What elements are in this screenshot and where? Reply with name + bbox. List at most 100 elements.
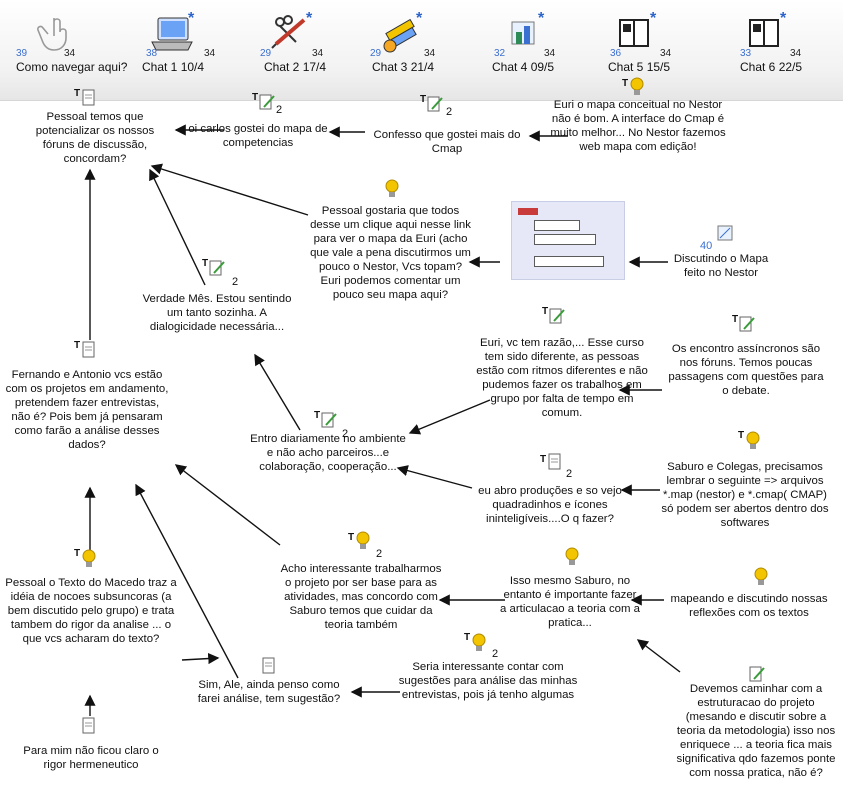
map-node[interactable]: Pessoal temos que potencializar os nosso… [35, 111, 155, 165]
toolbar-label: Chat 1 10/4 [142, 60, 205, 74]
book-icon [749, 19, 779, 47]
type-marker: T [540, 454, 547, 465]
map-node[interactable]: Discutindo o Mapa feito no Nestor [673, 253, 769, 279]
map-node[interactable]: Os encontro assíncronos são nos fóruns. … [668, 343, 824, 397]
book-icon [619, 19, 649, 47]
connection-arrows [84, 124, 681, 716]
toolbar-count-left: 36 [610, 48, 622, 59]
thumbnail-node [534, 256, 604, 267]
chart-image-icon [511, 21, 535, 45]
arrow [254, 353, 301, 431]
document-pencil-icon [739, 316, 755, 332]
lightbulb-icon [472, 633, 486, 651]
toolbar-label: Chat 3 21/4 [372, 60, 435, 74]
new-star-icon: * [780, 10, 787, 27]
reply-count: 2 [232, 276, 239, 288]
arrow [636, 639, 681, 673]
arrow [174, 464, 281, 546]
navigation-toolbar: 39 34 Como navegar aqui? * 38 34 Chat 1 … [0, 0, 843, 101]
map-node[interactable]: Euri o mapa conceitual no Nestor não é b… [550, 99, 726, 153]
toolbar-item-chat-1[interactable]: * 38 34 Chat 1 10/4 [112, 8, 215, 94]
map-node[interactable]: Pessoal o Texto do Macedo traz a idéia d… [5, 577, 177, 645]
document-pencil-icon [749, 666, 765, 682]
toolbar-count-right: 34 [312, 48, 324, 59]
toolbar-label: Chat 4 09/5 [492, 60, 555, 74]
type-marker: T [738, 430, 745, 441]
document-pencil-icon [209, 260, 225, 276]
map-node[interactable]: Para mim não ficou claro o rigor hermene… [23, 745, 159, 771]
new-star-icon: * [306, 10, 313, 27]
map-thumbnail[interactable] [511, 201, 625, 280]
arrow [149, 168, 206, 286]
reply-count: 2 [376, 548, 383, 560]
count-badge: 40 [700, 240, 713, 252]
toolbar-item-chat-3[interactable]: * 29 34 Chat 3 21/4 [340, 8, 440, 94]
new-star-icon: * [188, 10, 195, 27]
map-node[interactable]: Euri, vc tem razão,... Esse curso tem si… [476, 337, 648, 419]
arrow [408, 399, 491, 435]
toolbar-count-left: 39 [16, 48, 28, 59]
type-marker: T [420, 94, 427, 105]
map-node[interactable]: oi carlos gostei do mapa de competencias [188, 123, 328, 149]
toolbar-item-chat-2[interactable]: * 29 34 Chat 2 17/4 [230, 8, 330, 94]
map-node[interactable]: Confesso que gostei mais do Cmap [373, 129, 521, 155]
new-star-icon: * [416, 10, 423, 27]
lightbulb-icon [754, 567, 768, 585]
reply-count: 2 [342, 428, 349, 440]
toolbar-item-chat-4[interactable]: * 32 34 Chat 4 09/5 [462, 8, 562, 94]
type-marker: T [314, 410, 321, 421]
arrow [150, 163, 309, 216]
type-marker: T [732, 314, 739, 325]
map-node[interactable]: Fernando e Antonio vcs estão com os proj… [5, 369, 169, 451]
map-node[interactable]: Sim, Ale, ainda penso como farei análise… [197, 679, 341, 705]
map-node[interactable]: Acho interessante trabalharmos o projeto… [280, 563, 442, 631]
toolbar-count-left: 38 [146, 48, 158, 59]
map-node[interactable]: Entro diariamente no ambiente e não acho… [250, 433, 406, 473]
toolbar-count-left: 29 [370, 48, 382, 59]
map-node[interactable]: Saburo e Colegas, precisamos lembrar o s… [661, 461, 829, 529]
toolbar-count-right: 34 [64, 48, 76, 59]
laptop-icon [151, 17, 193, 51]
toolbar-count-left: 29 [260, 48, 272, 59]
document-pencil-icon [427, 96, 443, 112]
document-pencil-icon [259, 94, 275, 110]
thumbnail-node [534, 220, 580, 231]
type-marker: T [252, 92, 259, 103]
lightbulb-icon [630, 77, 644, 95]
document-icon [82, 89, 95, 106]
toolbar-count-left: 33 [740, 48, 752, 59]
type-marker: T [622, 78, 629, 89]
document-icon [262, 657, 275, 674]
map-node[interactable]: eu abro produções e so vejo quadradinhos… [478, 485, 622, 525]
lightbulb-icon [565, 547, 579, 565]
type-marker: T [74, 548, 81, 559]
toolbar-count-right: 34 [790, 48, 802, 59]
type-marker: T [74, 88, 81, 99]
document-icon [82, 717, 95, 734]
toolbar-item-how-to-navigate[interactable]: 39 34 Como navegar aqui? [0, 8, 127, 94]
toolbar-label: Chat 5 15/5 [608, 60, 671, 74]
toolbar-item-chat-6[interactable]: * 33 34 Chat 6 22/5 [704, 8, 804, 94]
thumbnail-header [518, 208, 538, 215]
hand-cursor-icon [37, 18, 67, 51]
document-icon [82, 341, 95, 358]
map-node[interactable]: mapeando e discutindo nossas reflexões c… [670, 593, 828, 619]
type-marker: T [202, 258, 209, 269]
document-icon [548, 453, 561, 470]
arrow [135, 483, 239, 679]
new-star-icon: * [538, 10, 545, 27]
reply-count: 2 [446, 106, 453, 118]
toolbar-item-chat-5[interactable]: * 36 34 Chat 5 15/5 [574, 8, 674, 94]
map-node[interactable]: Devemos caminhar com a estruturacao do p… [676, 683, 836, 779]
arrow [181, 652, 220, 665]
thumbnail-node [534, 234, 596, 245]
map-node[interactable]: Seria interessante contar com sugestões … [398, 661, 578, 701]
map-node[interactable]: Isso mesmo Saburo, no entanto é importan… [500, 575, 640, 629]
map-node[interactable]: Pessoal gostaria que todos desse um cliq… [310, 205, 471, 301]
tools-icon [271, 15, 306, 49]
lightbulb-icon [385, 179, 399, 197]
toolbar-label: Chat 2 17/4 [264, 60, 327, 74]
new-star-icon: * [650, 10, 657, 27]
map-node[interactable]: Verdade Mês. Estou sentindo um tanto soz… [142, 293, 292, 333]
document-pencil-icon [549, 308, 565, 324]
